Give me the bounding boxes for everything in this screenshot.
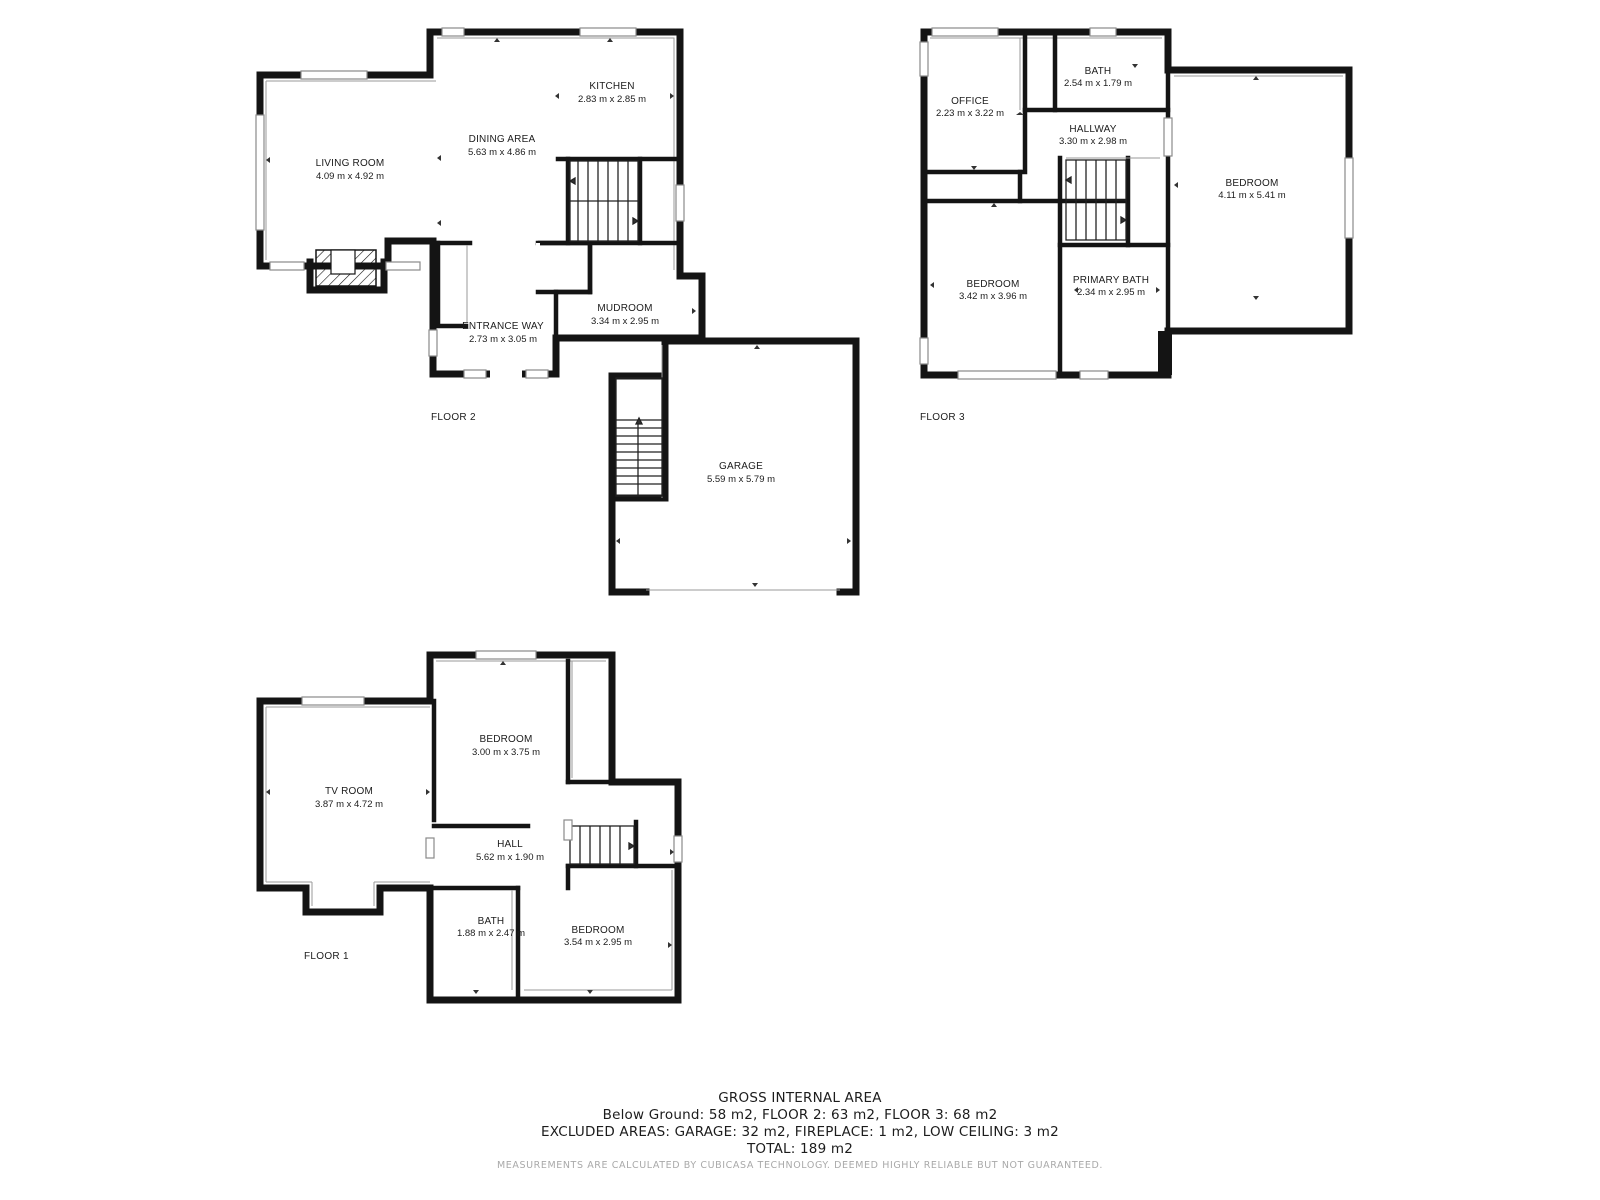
- fireplace: [306, 249, 388, 294]
- bedroom-large-label: BEDROOM: [1225, 178, 1278, 189]
- summary-line-2: EXCLUDED AREAS: GARAGE: 32 m2, FIREPLACE…: [541, 1124, 1059, 1140]
- dining-area-label: DINING AREA: [469, 134, 536, 145]
- hallway-label: HALLWAY: [1069, 124, 1116, 135]
- mudroom-label: MUDROOM: [597, 303, 652, 314]
- office-dims: 2.23 m x 3.22 m: [936, 108, 1004, 119]
- bath-floor-1-dims: 1.88 m x 2.47 m: [457, 928, 525, 939]
- stairs-floor-3: [1064, 159, 1128, 241]
- office-label: OFFICE: [951, 96, 989, 107]
- hall-label: HALL: [497, 839, 523, 850]
- summary-line-1: Below Ground: 58 m2, FLOOR 2: 63 m2, FLO…: [602, 1107, 998, 1123]
- kitchen-dims: 2.83 m x 2.85 m: [578, 94, 646, 105]
- bath-floor-3-dims: 2.54 m x 1.79 m: [1064, 78, 1132, 89]
- hallway-dims: 3.30 m x 2.98 m: [1059, 136, 1127, 147]
- tv-room-label: TV ROOM: [325, 786, 373, 797]
- disclaimer: MEASUREMENTS ARE CALCULATED BY CUBICASA …: [496, 1160, 1104, 1171]
- primary-bath-dims: 2.34 m x 2.95 m: [1077, 287, 1145, 298]
- bedroom-large-dims: 4.11 m x 5.41 m: [1218, 190, 1285, 201]
- kitchen-label: KITCHEN: [589, 81, 634, 92]
- bedroom-floor-3-label: BEDROOM: [966, 279, 1019, 290]
- entrance-way-dims: 2.73 m x 3.05 m: [469, 334, 537, 345]
- stairs-garage: [615, 377, 663, 497]
- floor-2-label: FLOOR 2: [431, 412, 476, 423]
- bedroom-a-label: BEDROOM: [479, 734, 532, 745]
- bath-floor-1-label: BATH: [478, 916, 505, 927]
- entrance-way-label: ENTRANCE WAY: [462, 321, 544, 332]
- floor-1-label: FLOOR 1: [304, 951, 349, 962]
- garage-dims: 5.59 m x 5.79 m: [707, 474, 775, 485]
- hall-dims: 5.62 m x 1.90 m: [476, 852, 544, 863]
- dining-area-dims: 5.63 m x 4.86 m: [468, 147, 536, 158]
- floor-3-plan: [919, 27, 1354, 380]
- area-summary: GROSS INTERNAL AREA Below Ground: 58 m2,…: [0, 1090, 1600, 1171]
- tv-room-dims: 3.87 m x 4.72 m: [315, 799, 383, 810]
- bedroom-a-dims: 3.00 m x 3.75 m: [472, 747, 540, 758]
- stairs-floor-2-kitchen: [568, 160, 640, 242]
- stairs-floor-1: [569, 825, 636, 865]
- floor-2-plan: [255, 27, 860, 596]
- bath-floor-3-label: BATH: [1085, 66, 1112, 77]
- living-room-label: LIVING ROOM: [316, 158, 385, 169]
- bedroom-b-label: BEDROOM: [571, 925, 624, 936]
- living-room-dims: 4.09 m x 4.92 m: [316, 171, 384, 182]
- floor-1-plan: [256, 650, 683, 1004]
- summary-title: GROSS INTERNAL AREA: [718, 1090, 882, 1106]
- bedroom-floor-3-dims: 3.42 m x 3.96 m: [959, 291, 1027, 302]
- summary-total: TOTAL: 189 m2: [746, 1141, 854, 1157]
- primary-bath-label: PRIMARY BATH: [1073, 275, 1149, 286]
- floor-3-label: FLOOR 3: [920, 412, 965, 423]
- garage-label: GARAGE: [719, 461, 763, 472]
- bedroom-b-dims: 3.54 m x 2.95 m: [564, 937, 632, 948]
- mudroom-dims: 3.34 m x 2.95 m: [591, 316, 659, 327]
